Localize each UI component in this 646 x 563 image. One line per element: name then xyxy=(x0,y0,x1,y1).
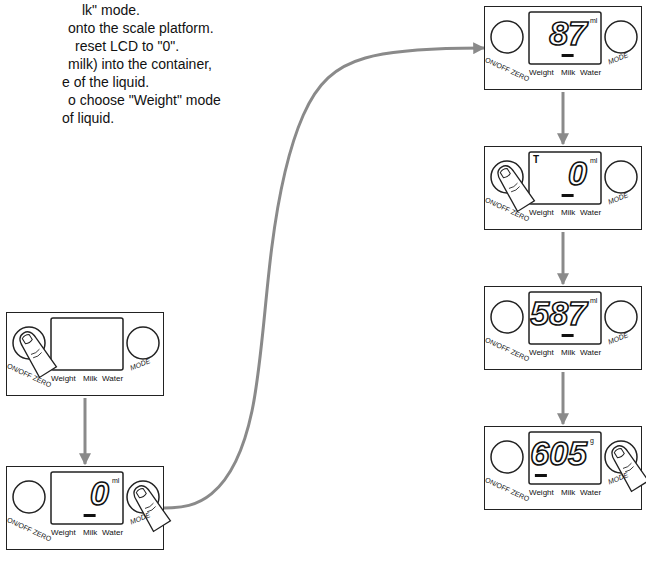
scale-panel: ON/OFF ZERO 87mlMODE Weight Milk Water xyxy=(484,6,642,90)
button-label: ON/OFF ZERO xyxy=(484,56,530,83)
lcd-digits: 587 xyxy=(530,296,587,330)
button-label: MODE xyxy=(129,511,151,525)
flow-arrow xyxy=(164,48,484,508)
flow-arrow xyxy=(562,372,565,424)
mode-label: Milk xyxy=(561,349,575,357)
instruction-text: milk) into the container, xyxy=(68,56,212,73)
scale-illustration xyxy=(7,467,165,551)
scale-illustration xyxy=(485,147,643,231)
button-label: MODE xyxy=(607,331,629,345)
button-label: MODE xyxy=(129,357,151,371)
scale-panel: ON/OFF ZEROT0mlMODEWeightMilkWater xyxy=(484,146,642,230)
unit-label: ml xyxy=(112,477,119,484)
flow-arrow xyxy=(84,398,87,464)
mode-label: Weight xyxy=(529,489,554,497)
lcd-digits: 605 xyxy=(530,436,587,470)
mode-label: Water xyxy=(102,375,123,383)
instruction-text: lk" mode. xyxy=(82,2,140,19)
mode-label: Weight xyxy=(51,529,76,537)
unit-label: g xyxy=(590,437,594,444)
mode-label: Weight xyxy=(529,349,554,357)
mode-label: Weight xyxy=(51,375,76,383)
button-label: MODE xyxy=(607,471,629,485)
scale-panel: ON/OFF ZERO605gMODE Weight Milk Water xyxy=(484,426,642,510)
mode-label: Milk xyxy=(561,489,575,497)
scale-panel: ON/OFF ZERO587mlMODE Weight Milk Water xyxy=(484,286,642,370)
scale-panel: ON/OFF ZERO 0mlMODE Weight Milk Water xyxy=(6,466,164,550)
unit-label: ml xyxy=(590,17,597,24)
scale-illustration xyxy=(7,313,165,397)
instruction-text: e of the liquid. xyxy=(62,74,149,91)
mode-label: Water xyxy=(580,489,601,497)
mode-label: Water xyxy=(580,349,601,357)
flow-arrow xyxy=(562,92,565,144)
tare-indicator: T xyxy=(533,155,539,165)
button-label: ON/OFF ZERO xyxy=(484,476,530,503)
button-label: ON/OFF ZERO xyxy=(6,516,52,543)
mode-label: Water xyxy=(580,69,601,77)
mode-label: Weight xyxy=(529,209,554,217)
unit-label: ml xyxy=(590,157,597,164)
button-label: MODE xyxy=(607,191,629,205)
lcd-digits: 87 xyxy=(549,16,587,50)
button-label: ON/OFF ZERO xyxy=(484,336,530,363)
button-label: MODE xyxy=(607,51,629,65)
mode-label: Water xyxy=(102,529,123,537)
instruction-text: of liquid. xyxy=(62,110,114,127)
scale-panel: ON/OFF ZEROMODEWeightMilkWater xyxy=(6,312,164,396)
instruction-text: o choose "Weight" mode xyxy=(68,92,221,109)
mode-label: Milk xyxy=(83,375,97,383)
mode-label: Milk xyxy=(561,209,575,217)
mode-label: Milk xyxy=(561,69,575,77)
instruction-text: onto the scale platform. xyxy=(68,20,214,37)
mode-label: Weight xyxy=(529,69,554,77)
lcd-digits: 0 xyxy=(90,476,109,510)
unit-label: ml xyxy=(590,297,597,304)
mode-label: Milk xyxy=(83,529,97,537)
mode-label: Water xyxy=(580,209,601,217)
lcd-digits: 0 xyxy=(568,156,587,190)
flow-arrow xyxy=(562,232,565,284)
instruction-text: reset LCD to "0". xyxy=(75,38,179,55)
